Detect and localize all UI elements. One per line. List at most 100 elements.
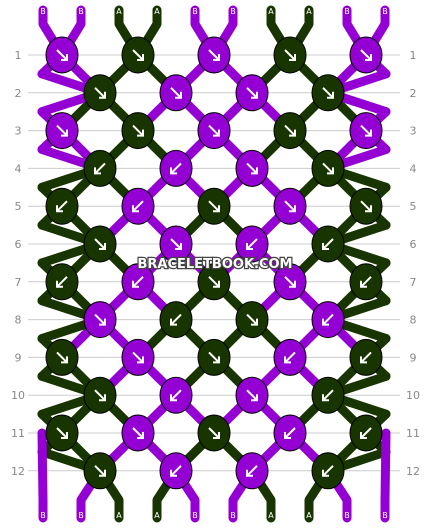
knot bbox=[83, 376, 117, 414]
arrow-icon bbox=[284, 351, 296, 364]
arrow-icon bbox=[208, 427, 220, 439]
top-strand-label: B bbox=[78, 7, 84, 16]
arrow-icon bbox=[132, 351, 144, 364]
knot bbox=[273, 112, 307, 150]
knot bbox=[159, 225, 193, 263]
arrow-icon bbox=[94, 87, 106, 99]
arrow-icon bbox=[246, 162, 258, 175]
arrow-head-icon bbox=[213, 54, 220, 61]
arrow-head-icon bbox=[175, 91, 182, 99]
arrow-icon bbox=[322, 162, 334, 175]
arrow-icon bbox=[284, 427, 296, 439]
arrow-head-icon bbox=[99, 394, 106, 402]
arrow-head-icon bbox=[360, 280, 367, 288]
arrow-head-icon bbox=[137, 356, 144, 364]
knot bbox=[197, 338, 231, 376]
row-label-right: 2 bbox=[410, 87, 417, 100]
knot bbox=[121, 112, 155, 150]
knot bbox=[45, 187, 79, 225]
knot bbox=[349, 338, 383, 376]
arrow-head-icon bbox=[213, 280, 220, 288]
arrow-head-icon bbox=[284, 356, 291, 364]
arrow-head-icon bbox=[251, 91, 258, 99]
arrow-head-icon bbox=[360, 356, 367, 364]
arrow-icon bbox=[322, 389, 334, 401]
knot bbox=[235, 301, 269, 339]
knot bbox=[159, 452, 193, 490]
arrow-head-icon bbox=[213, 356, 220, 364]
arrow-icon bbox=[132, 124, 144, 137]
row-label-left: 8 bbox=[15, 314, 22, 327]
knot bbox=[349, 112, 383, 150]
arrow-head-icon bbox=[289, 280, 296, 288]
row-label-left: 6 bbox=[15, 238, 22, 251]
arrow-icon bbox=[208, 200, 220, 212]
bottom-strand-stub bbox=[37, 428, 48, 523]
row-label-left: 7 bbox=[15, 276, 22, 289]
top-strand-label: B bbox=[230, 7, 236, 16]
arrow-icon bbox=[56, 351, 68, 364]
arrow-icon bbox=[170, 389, 182, 401]
arrow-head-icon bbox=[137, 54, 144, 61]
arrow-icon bbox=[94, 313, 106, 326]
arrow-head-icon bbox=[170, 318, 177, 326]
row-label-right: 8 bbox=[410, 314, 417, 327]
knot bbox=[45, 338, 79, 376]
arrow-head-icon bbox=[213, 205, 220, 213]
knot bbox=[45, 414, 79, 452]
row-label-right: 9 bbox=[410, 351, 417, 364]
arrow-head-icon bbox=[289, 205, 296, 213]
knot bbox=[235, 452, 269, 490]
arrow-head-icon bbox=[61, 129, 68, 137]
arrow-head-icon bbox=[284, 432, 291, 439]
arrow-icon bbox=[284, 124, 296, 137]
knot bbox=[159, 74, 193, 112]
row-label-left: 11 bbox=[11, 427, 25, 440]
arrow-head-icon bbox=[99, 91, 106, 99]
bottom-strand-label: B bbox=[382, 511, 388, 520]
knot bbox=[197, 263, 231, 301]
knot bbox=[311, 376, 345, 414]
knot bbox=[45, 112, 79, 150]
arrow-head-icon bbox=[365, 54, 372, 61]
arrow-head-icon bbox=[99, 318, 106, 326]
arrow-icon bbox=[246, 389, 258, 401]
knot bbox=[45, 263, 79, 301]
arrow-head-icon bbox=[327, 91, 334, 99]
bottom-strand-label: B bbox=[192, 511, 198, 520]
arrow-head-icon bbox=[246, 469, 253, 477]
row-label-right: 6 bbox=[410, 238, 417, 251]
arrow-head-icon bbox=[132, 280, 139, 288]
row-label-left: 9 bbox=[15, 351, 22, 364]
bottom-strand-label: B bbox=[344, 511, 350, 520]
row-label-left: 2 bbox=[15, 87, 22, 100]
arrow-icon bbox=[94, 465, 106, 477]
arrow-icon bbox=[170, 465, 182, 477]
knot bbox=[311, 225, 345, 263]
knot bbox=[45, 36, 79, 74]
arrow-icon bbox=[132, 427, 144, 439]
knot bbox=[197, 112, 231, 150]
row-label-right: 1 bbox=[410, 49, 417, 62]
arrow-head-icon bbox=[137, 129, 144, 137]
arrow-icon bbox=[94, 389, 106, 401]
arrow-icon bbox=[56, 200, 68, 212]
arrow-head-icon bbox=[251, 167, 258, 175]
top-strand-label: B bbox=[344, 7, 350, 16]
top-strand-label: A bbox=[268, 7, 274, 16]
knot bbox=[197, 36, 231, 74]
arrow-icon bbox=[284, 276, 296, 288]
arrow-icon bbox=[132, 276, 144, 288]
knot bbox=[83, 149, 117, 187]
bottom-strand-label: A bbox=[268, 511, 274, 520]
knot bbox=[349, 414, 383, 452]
row-label-left: 10 bbox=[11, 389, 25, 402]
bottom-strand-label: B bbox=[230, 511, 236, 520]
arrow-head-icon bbox=[99, 469, 106, 477]
knot bbox=[311, 74, 345, 112]
arrow-icon bbox=[360, 276, 372, 288]
arrow-head-icon bbox=[289, 129, 296, 137]
bottom-strand-label: B bbox=[40, 511, 46, 520]
